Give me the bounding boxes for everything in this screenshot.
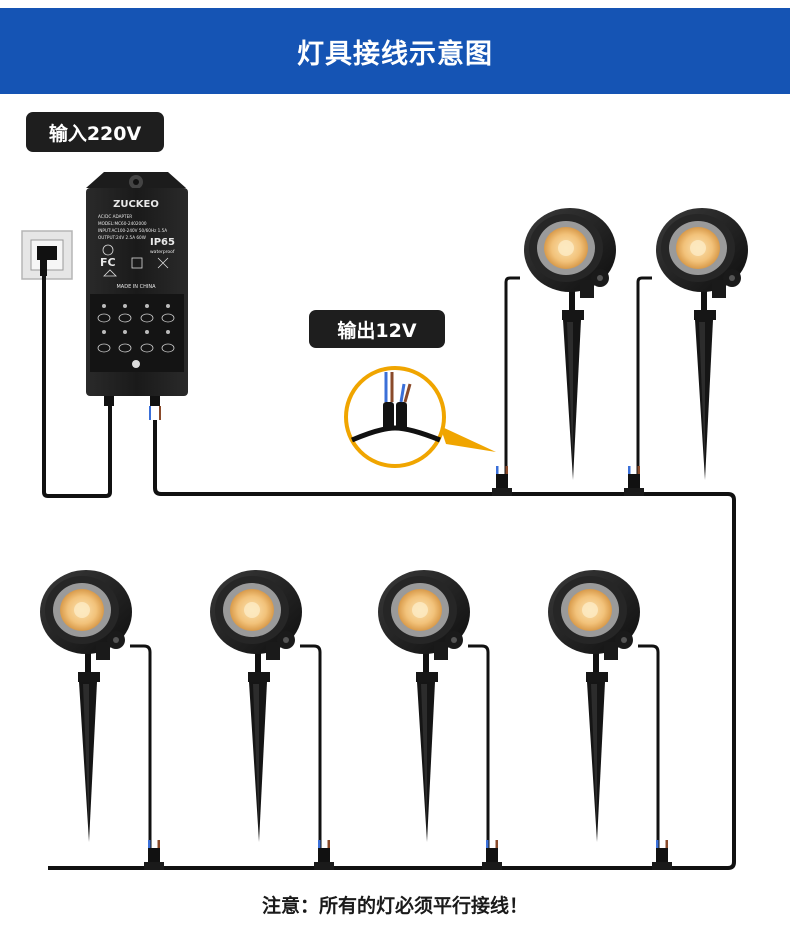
adapter-fc-mark: FC <box>100 256 116 269</box>
spike-light-top-2 <box>624 208 748 496</box>
adapter-rating: IP65 <box>150 237 175 248</box>
connector-icon <box>492 466 512 496</box>
main-output-cable <box>48 420 736 870</box>
adapter-button-grid <box>97 304 175 368</box>
weee-icon <box>157 257 169 269</box>
output-voltage-label: 输出12V <box>309 310 445 348</box>
adapter-origin: MADE IN CHINA <box>116 284 156 290</box>
class2-icon <box>131 257 143 269</box>
adapter-line4: OUTPUT:24V 2.5A 60W <box>98 235 146 240</box>
connector-icon <box>314 840 334 870</box>
power-adapter: ZUCKEO AC/DC ADAPTER MODEL:MC60-2402000 … <box>86 172 188 406</box>
indoor-icon <box>103 269 117 277</box>
adapter-line3: INPUT:AC100-240V 50/60Hz 1.5A <box>98 228 167 233</box>
cert-icon <box>102 244 114 256</box>
adapter-brand: ZUCKEO <box>113 199 159 210</box>
header-banner: 灯具接线示意图 <box>0 8 790 94</box>
spike-light-bottom-1 <box>40 570 164 870</box>
input-voltage-label: 输入220V <box>26 112 164 152</box>
spike-light-bottom-3 <box>378 570 502 870</box>
spike-light-top-1 <box>492 208 616 496</box>
power-cord <box>42 276 112 498</box>
connector-icon <box>652 840 672 870</box>
spike-light-bottom-4 <box>548 570 672 870</box>
connector-icon <box>482 840 502 870</box>
connector-callout <box>344 366 496 468</box>
adapter-rating-sub: waterproof <box>150 249 175 255</box>
connector-icon <box>144 840 164 870</box>
page-title: 灯具接线示意图 <box>297 38 493 70</box>
adapter-line1: AC/DC ADAPTER <box>98 214 132 219</box>
wall-socket-icon <box>21 230 73 280</box>
spike-light-bottom-2 <box>210 570 334 870</box>
wiring-note: 注意：所有的灯必须平行接线！ <box>261 895 528 917</box>
t-connector-icon <box>383 402 394 430</box>
connector-icon <box>624 466 644 496</box>
adapter-line2: MODEL:MC60-2402000 <box>98 221 147 226</box>
